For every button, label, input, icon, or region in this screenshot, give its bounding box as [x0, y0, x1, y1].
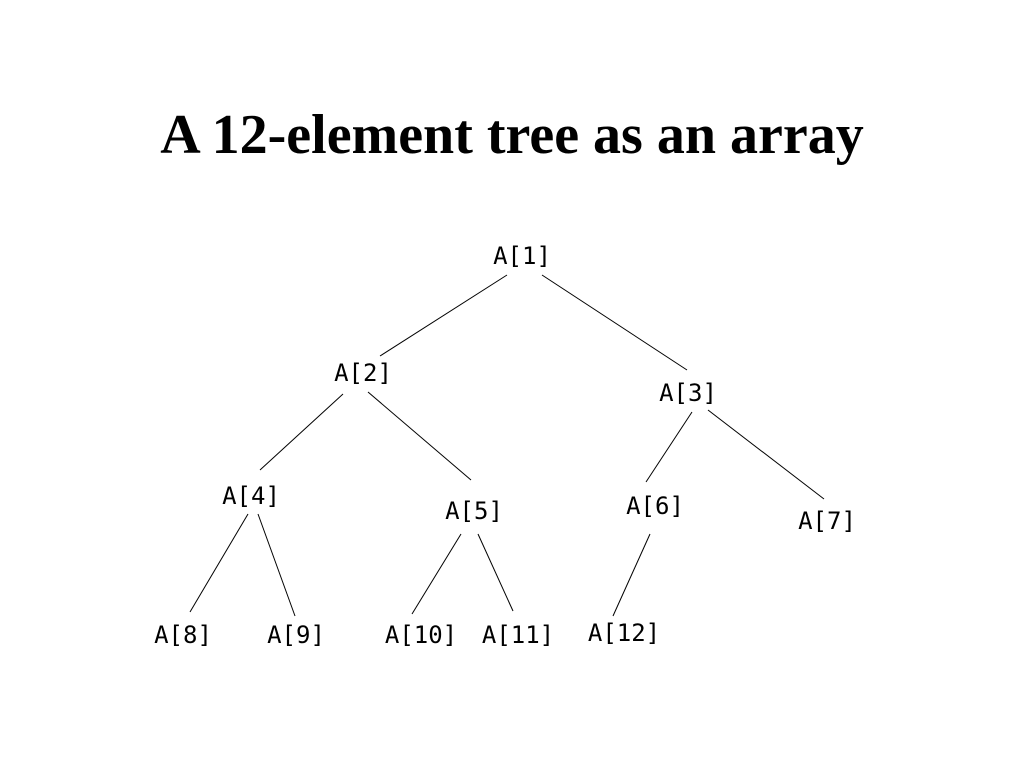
- tree-edge-1-2: [379, 274, 508, 357]
- slide-title: A 12-element tree as an array: [160, 104, 864, 166]
- tree-node-11: A[11]: [482, 621, 554, 649]
- tree-nodes: A[1] A[2] A[3] A[4] A[5] A[6] A[7] A[8] A[9] A[10…: [154, 242, 856, 649]
- tree-edge-6-12: [612, 533, 651, 617]
- tree-node-12: A[12]: [588, 619, 660, 647]
- tree-node-6: A[6]: [626, 492, 684, 520]
- tree-edge-3-7: [707, 409, 825, 500]
- tree-node-1: A[1]: [493, 242, 551, 270]
- tree-edge-5-10: [411, 533, 462, 615]
- tree-edge-4-8: [189, 513, 249, 613]
- tree-node-10: A[10]: [385, 621, 457, 649]
- tree-node-7: A[7]: [798, 507, 856, 535]
- tree-node-3: A[3]: [659, 379, 717, 407]
- tree-edge-1-3: [541, 274, 688, 371]
- tree-edge-5-11: [477, 533, 514, 612]
- tree-edge-2-4: [259, 393, 344, 471]
- tree-node-5: A[5]: [445, 497, 503, 525]
- tree-edge-3-6: [645, 411, 693, 483]
- tree-edges: [189, 274, 825, 617]
- tree-edge-2-5: [367, 391, 472, 481]
- tree-node-4: A[4]: [222, 482, 280, 510]
- tree-node-8: A[8]: [154, 621, 212, 649]
- tree-node-2: A[2]: [334, 359, 392, 387]
- tree-node-9: A[9]: [267, 621, 325, 649]
- tree-edge-4-9: [257, 513, 296, 617]
